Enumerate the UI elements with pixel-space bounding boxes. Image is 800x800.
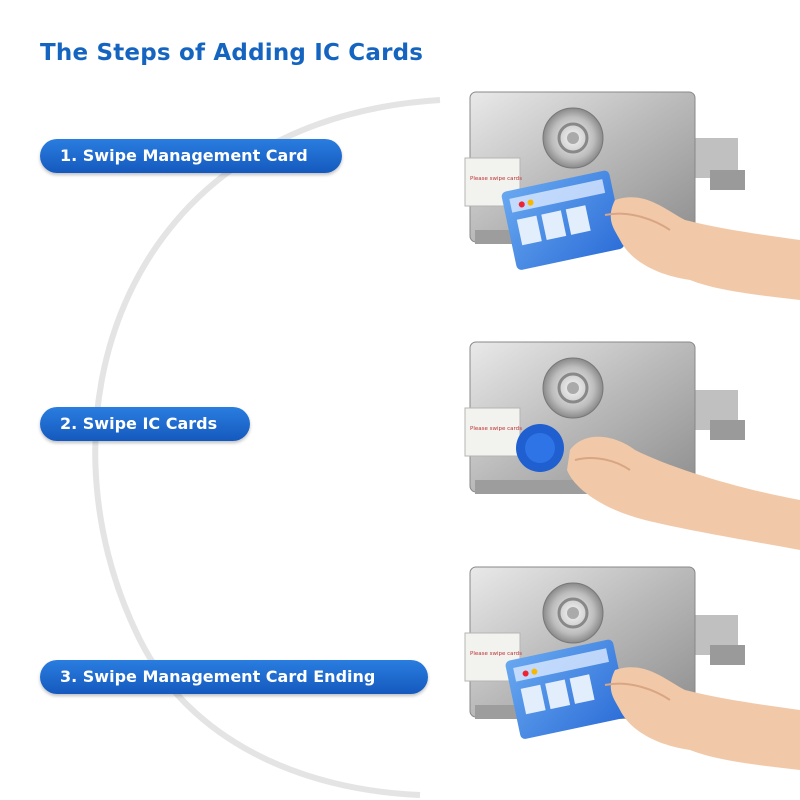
reader-text-2: Please swipe cards bbox=[470, 426, 522, 432]
page-title: The Steps of Adding IC Cards bbox=[40, 40, 424, 66]
lock-photo-step-2: Please swipe cards bbox=[455, 330, 800, 570]
lock-photo-step-3: Please swipe cards bbox=[455, 555, 800, 795]
step-1-pill: 1. Swipe Management Card bbox=[40, 139, 342, 173]
reader-text-1: Please swipe cards bbox=[470, 176, 522, 182]
step-3-label: 3. Swipe Management Card Ending bbox=[60, 667, 376, 686]
step-2-label: 2. Swipe IC Cards bbox=[60, 414, 218, 433]
step-1-label: 1. Swipe Management Card bbox=[60, 146, 308, 165]
step-2-pill: 2. Swipe IC Cards bbox=[40, 407, 250, 441]
reader-text-3: Please swipe cards bbox=[470, 651, 522, 657]
step-3-pill: 3. Swipe Management Card Ending bbox=[40, 660, 428, 694]
lock-photo-step-1: Please swipe cards bbox=[455, 80, 800, 320]
